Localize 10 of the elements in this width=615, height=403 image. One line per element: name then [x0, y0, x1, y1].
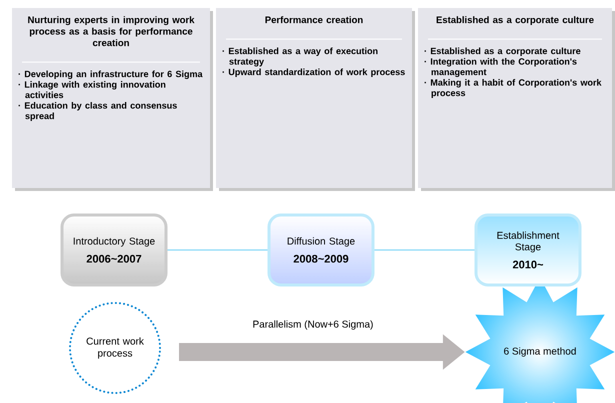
- connector-line: [168, 249, 268, 251]
- text-panel: Performance creation · Established as a way of execution strategy · Upward standardization of work process: [216, 8, 415, 191]
- text-panel: Nurturing experts in improving work process as a basis for performance creation · Developing an infrastructure for 6 Sigma · Linkage with existing innovation activities · Education by class and consensus spread: [12, 8, 213, 191]
- stage-box: Diffusion Stage 2008~2009: [268, 214, 374, 286]
- connector-line: [374, 249, 474, 251]
- stage-box: Establishment Stage 2010~: [474, 214, 582, 286]
- text-panel: Established as a corporate culture · Established as a corporate culture · Integration with the Corporation's management · Making it a habit of Corporation's work process: [418, 8, 615, 191]
- edge-label: Parallelism (Now+6 Sigma): [253, 320, 373, 330]
- stage-box: Introductory Stage 2006~2007: [60, 214, 168, 286]
- starburst: 6 Sigma method: [504, 347, 576, 357]
